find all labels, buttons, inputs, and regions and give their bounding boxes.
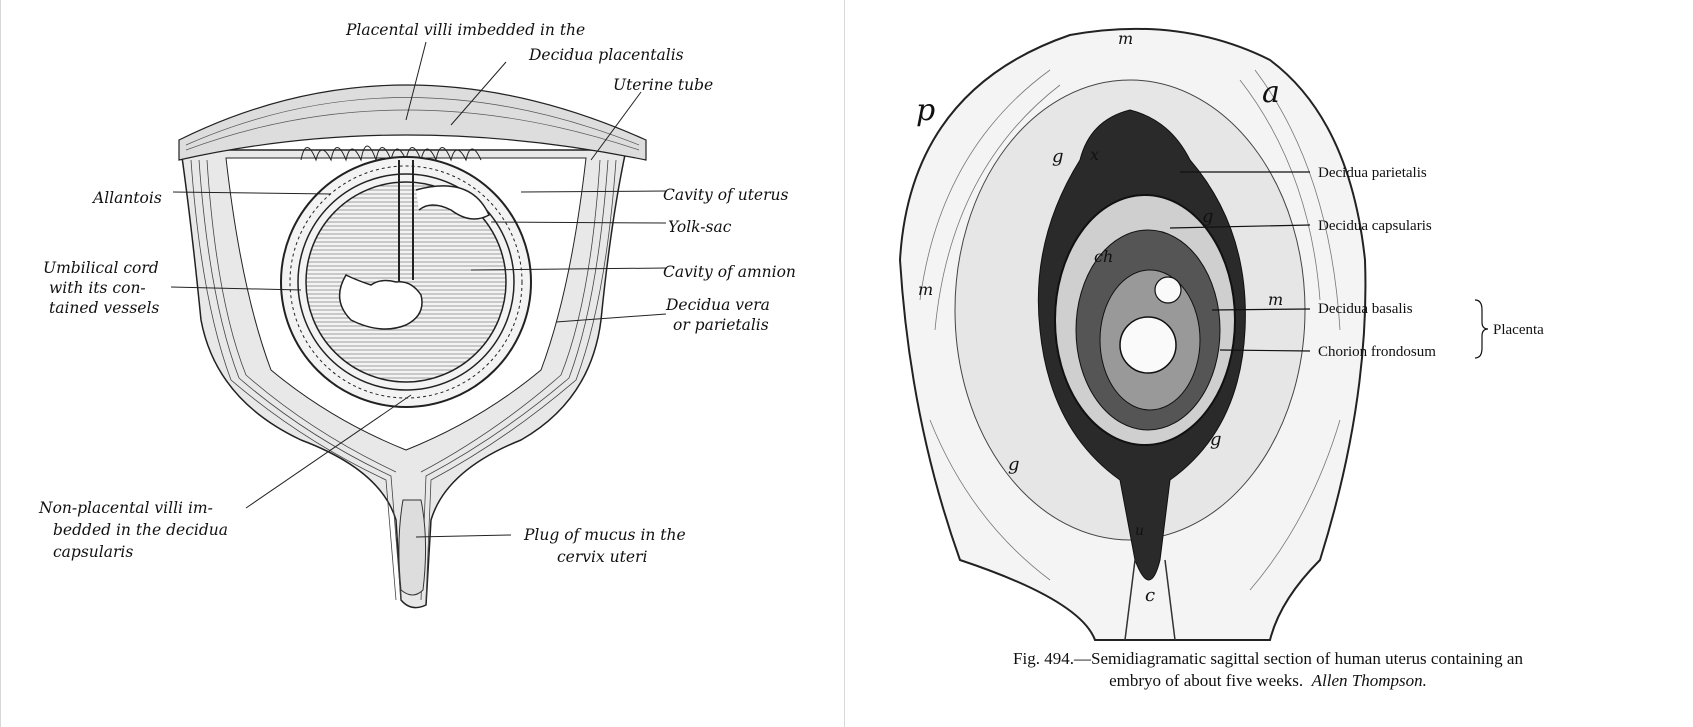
figure-caption: Fig. 494.—Semidiagramatic sagittal secti… (918, 648, 1618, 692)
label-yolk-sac: Yolk-sac (668, 218, 732, 236)
uterus-section-right: Decidua parietalis Decidua capsularis De… (850, 0, 1693, 727)
embryo-right (1120, 317, 1176, 373)
right-figure-panel: Decidua parietalis Decidua capsularis De… (850, 0, 1693, 727)
label-decidua-vera-line2: or parietalis (673, 316, 769, 334)
label-cavity-uterus: Cavity of uterus (663, 186, 788, 204)
letter-p: p (916, 93, 935, 128)
caption-text: —Semidiagramatic sagittal section of hum… (1074, 649, 1523, 668)
label-villi-line1: Placental villi imbedded in the (345, 21, 585, 39)
label-umbilical-line3: tained vessels (49, 299, 159, 317)
label-villi-line2: Decidua placentalis (528, 46, 684, 64)
letter-c: c (1145, 585, 1155, 606)
caption-text-2: embryo of about five weeks. (1109, 671, 1303, 690)
letter-m-top: m (1118, 29, 1133, 48)
uterus-diagram-left: Placental villi imbedded in the Decidua … (1, 0, 846, 727)
left-figure-panel: Placental villi imbedded in the Decidua … (0, 0, 845, 727)
letter-x: x (1090, 145, 1099, 164)
letter-g-3: g (1210, 429, 1222, 450)
label-decidua-parietalis: Decidua parietalis (1318, 165, 1427, 181)
label-decidua-vera-line1: Decidua vera (665, 296, 770, 314)
caption-prefix: Fig. 494. (1013, 649, 1074, 668)
letter-g-2: g (1202, 206, 1214, 227)
mucus-plug (399, 500, 426, 595)
letter-ch: ch (1094, 247, 1113, 266)
label-decidua-basalis: Decidua basalis (1318, 301, 1413, 317)
label-plug-line2: cervix uteri (557, 548, 647, 566)
label-plug-line1: Plug of mucus in the (523, 526, 686, 544)
letter-m-left: m (918, 280, 933, 299)
label-umbilical-line1: Umbilical cord (43, 259, 159, 277)
placenta-brace (1475, 300, 1488, 358)
label-umbilical-line2: with its con- (49, 279, 146, 297)
caption-author: Allen Thompson. (1312, 671, 1427, 690)
label-chorion-frondosum: Chorion frondosum (1318, 344, 1436, 360)
letter-m-right: m (1268, 290, 1283, 309)
label-allantois: Allantois (91, 189, 162, 207)
label-uterine-tube: Uterine tube (613, 76, 713, 94)
letter-g-4: g (1008, 454, 1020, 475)
letter-u: u (1135, 523, 1144, 539)
label-cavity-amnion: Cavity of amnion (663, 263, 796, 281)
label-nonplacental-line1: Non-placental villi im- (38, 499, 213, 517)
label-placenta: Placenta (1493, 322, 1544, 338)
letter-a: a (1262, 75, 1280, 110)
label-nonplacental-line3: capsularis (53, 543, 133, 561)
label-nonplacental-line2: bedded in the decidua (53, 521, 228, 539)
letter-g-1: g (1052, 146, 1064, 167)
label-decidua-capsularis: Decidua capsularis (1318, 218, 1432, 234)
